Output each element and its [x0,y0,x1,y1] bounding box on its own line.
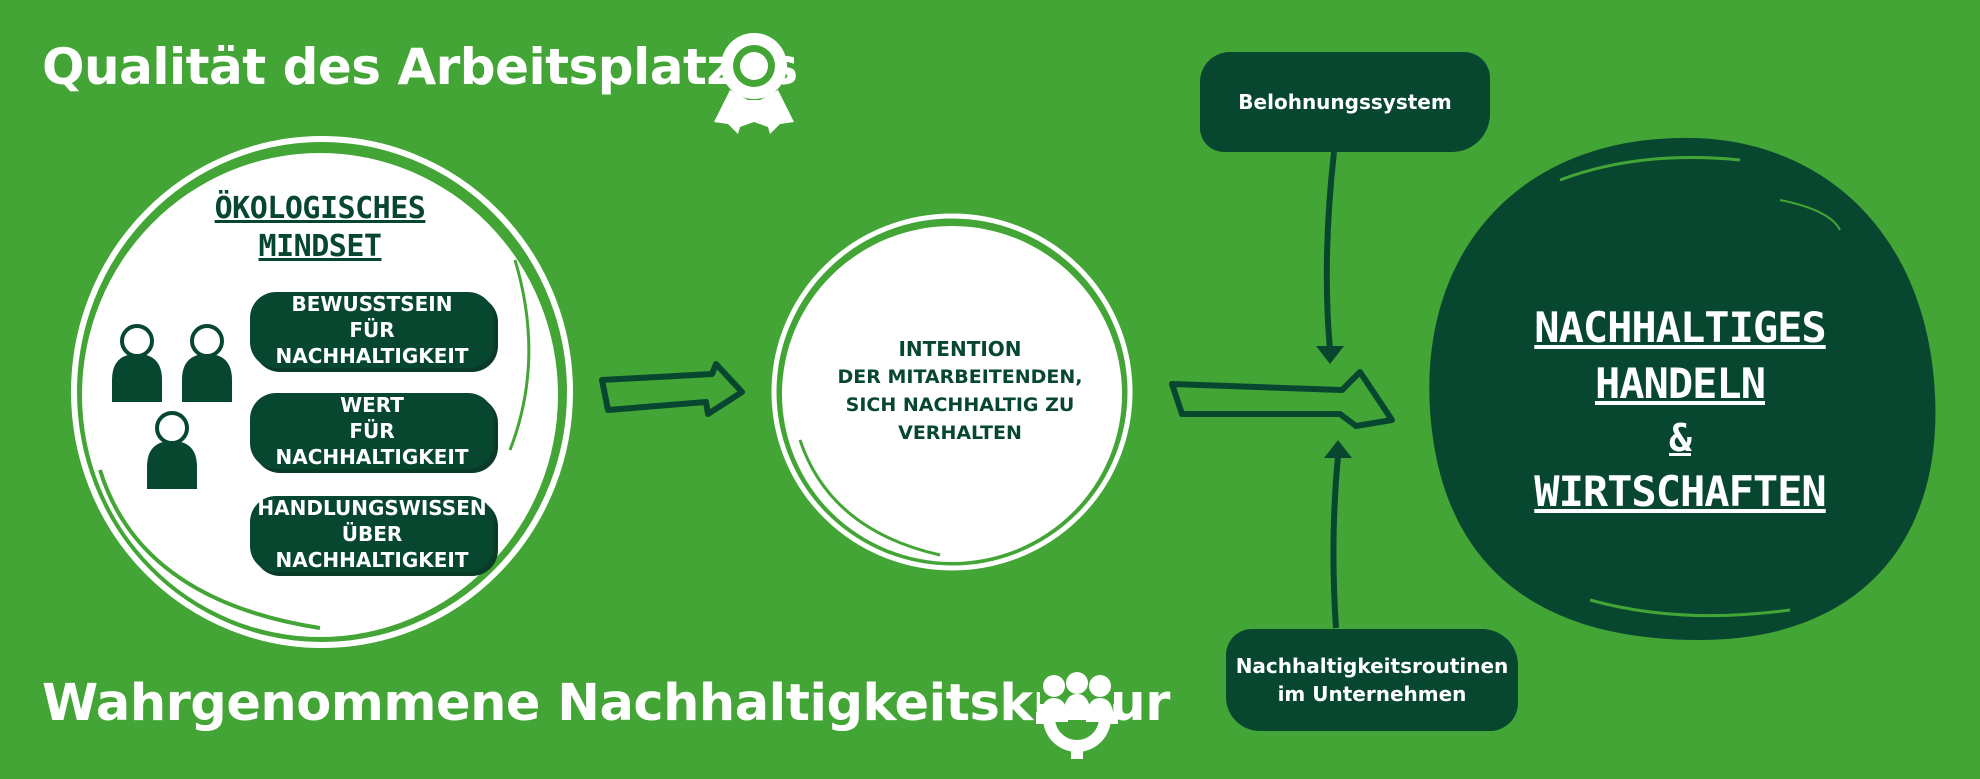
mindset-item-value: WERT FÜR NACHHALTIGKEIT [250,393,494,469]
result-line-sustainable: NACHHALTIGES [1534,303,1826,352]
heading-quality-workplace: Qualität des Arbeitsplatzes [42,38,798,96]
mindset-item-knowledge: HANDLUNGSWISSEN ÜBER NACHHALTIGKEIT [250,496,494,572]
moderator-reward-system: Belohnungssystem [1200,52,1490,152]
team-gear-icon [1036,672,1118,759]
person-icon [182,324,232,402]
person-icon [112,324,162,402]
result-line-acting: HANDELN [1594,359,1766,408]
person-icon [147,411,197,489]
heading-sustainability-culture: Wahrgenommene Nachhaltigkeitskultur [42,674,1170,733]
result-text-block: NACHHALTIGES HANDELN & WIRTSCHAFTEN [1480,300,1880,520]
result-ampersand: & [1669,416,1692,460]
mindset-item-awareness: BEWUSSTSEIN FÜR NACHHALTIGKEIT [250,292,494,368]
arrow-mindset-to-intention [599,361,745,417]
intention-description: DER MITARBEITENDEN, SICH NACHHALTIG ZU V… [837,366,1083,444]
arrow-intention-to-result [1169,369,1395,429]
mindset-title: ÖKOLOGISCHES MINDSET [214,191,426,264]
arrow-reward-to-link [1316,151,1344,364]
intention-circle [771,213,1133,571]
intention-text-block: INTENTION DER MITARBEITENDEN, SICH NACHH… [810,335,1110,447]
intention-title: INTENTION [898,337,1022,361]
result-line-economy: WIRTSCHAFTEN [1534,467,1826,516]
result-circle [1429,137,1936,641]
arrow-routines-to-link [1324,440,1352,629]
people-group-icon [112,324,232,489]
moderator-sustainability-routines: Nachhaltigkeitsroutinen im Unternehmen [1226,629,1518,731]
award-ribbon-icon [714,33,794,134]
